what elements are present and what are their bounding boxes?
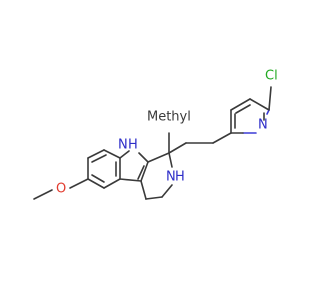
bond [161, 184, 173, 198]
pyrrole-ring [119, 150, 149, 182]
chlorine-label: Cl [265, 69, 278, 84]
methoxy-group [33, 178, 89, 200]
pyridine-nitrogen-label: N [258, 118, 268, 133]
indole-hydrogen-label: H [128, 138, 138, 153]
bond [212, 132, 232, 144]
bond [119, 150, 130, 159]
chemical-structure-diagram: Cl N N H N H Methyl O [33, 69, 278, 200]
bond [249, 98, 270, 111]
bond [140, 161, 149, 182]
double-bond [137, 165, 145, 180]
bond [87, 178, 105, 189]
ethyl-linker [168, 142, 214, 154]
ring-hydrogen-label: H [175, 170, 185, 185]
indole-nitrogen-label: N [118, 138, 128, 153]
bond [138, 152, 149, 163]
pyridine-ring [212, 98, 270, 144]
double-bond [235, 104, 251, 114]
bond [168, 142, 187, 154]
bond [119, 178, 142, 182]
tetrahydropyridine-ring [140, 152, 173, 200]
bond [145, 196, 163, 200]
bond [103, 178, 121, 189]
bond [33, 189, 53, 200]
methoxy-oxygen-label: O [56, 182, 66, 197]
double-bond [91, 174, 105, 183]
bond [69, 178, 89, 189]
bond [87, 149, 105, 159]
benzene-ring [87, 149, 121, 189]
methyl-label: Methyl [147, 110, 191, 125]
double-bond [91, 154, 107, 163]
bond [168, 152, 173, 168]
bond [103, 149, 121, 159]
bond [147, 152, 170, 163]
chlorine-bond [268, 86, 272, 111]
ring-nitrogen-label: N [166, 170, 176, 185]
bond [230, 98, 251, 111]
bond [140, 180, 147, 200]
